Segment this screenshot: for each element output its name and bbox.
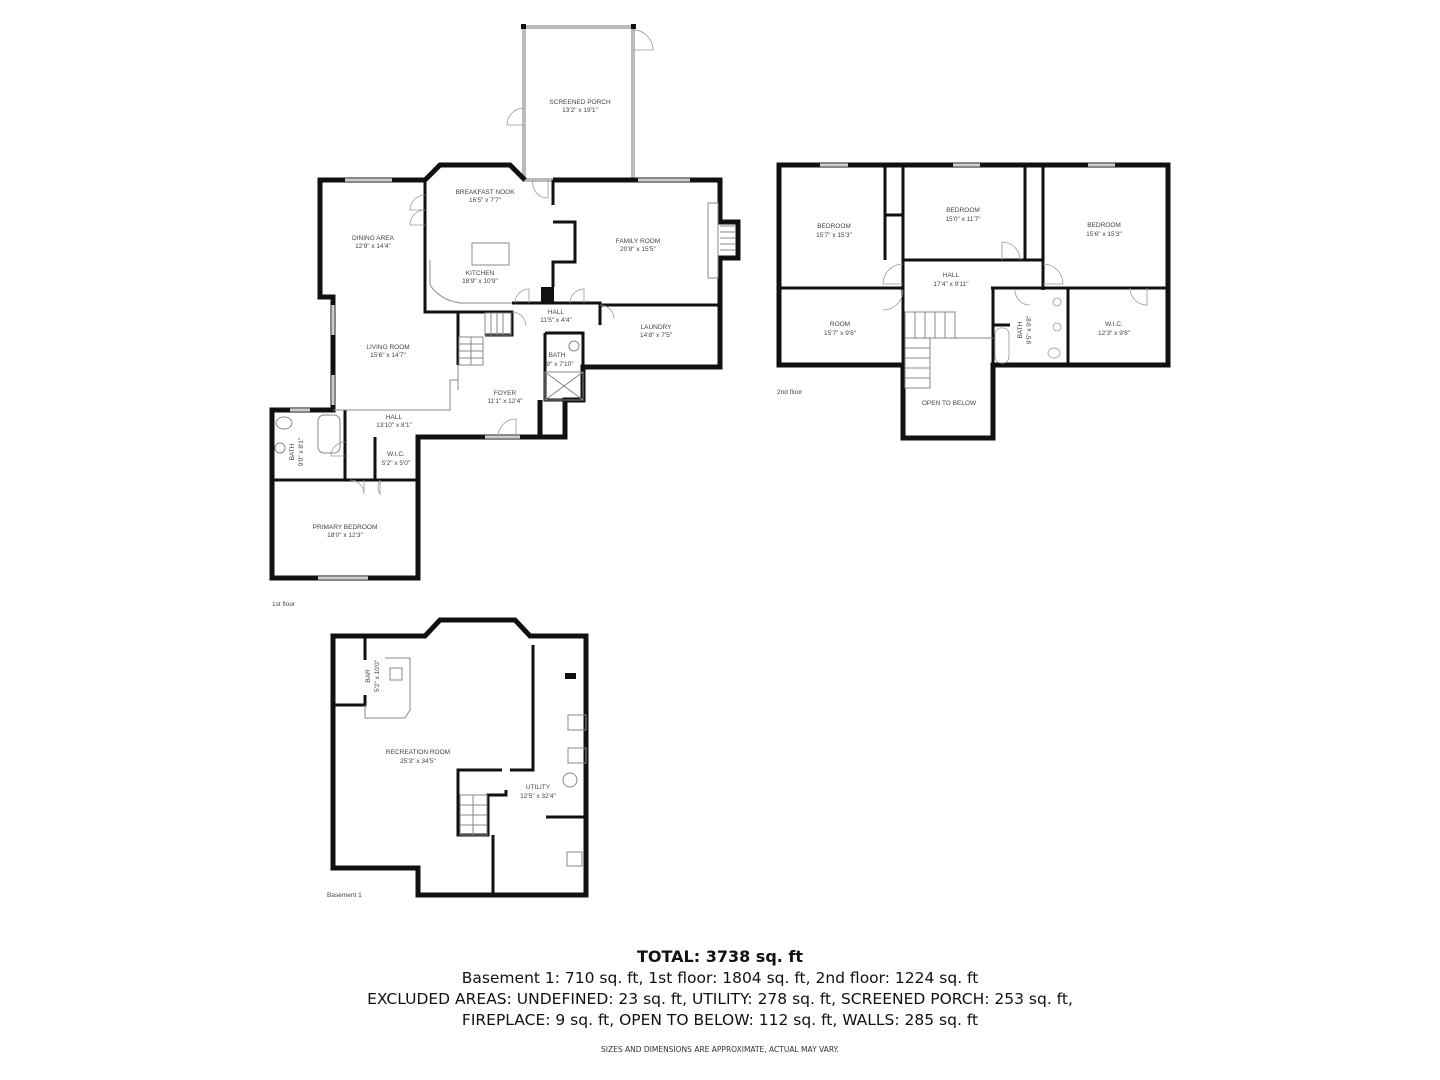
room-dims: 15'0" x 11'7" (945, 216, 981, 223)
room-name: BAR (365, 669, 372, 683)
room-dims: 11'1" x 12'4" (487, 398, 523, 405)
first-floor-plan: 1st floor SCREENED PORCH 13'2" x 19'1" B… (269, 24, 741, 608)
room-name: UTILITY (526, 784, 551, 791)
room-name: BEDROOM (946, 207, 980, 214)
room-name: BREAKFAST NOOK (455, 189, 515, 196)
room-name: LIVING ROOM (366, 344, 409, 351)
room-name: BEDROOM (1087, 222, 1121, 229)
disclaimer: SIZES AND DIMENSIONS ARE APPROXIMATE, AC… (600, 1045, 839, 1054)
room-dims: 18'9" x 10'9" (462, 278, 498, 285)
room-dims: 15'6" x 14'7" (370, 352, 406, 359)
total-area: TOTAL: 3738 sq. ft (636, 947, 804, 966)
first-floor-doors (330, 179, 615, 496)
room-dims: 12'3" x 9'8" (1098, 330, 1131, 337)
room-name: KITCHEN (466, 270, 495, 277)
room-dims: 5'2" x 10'0" (374, 659, 381, 692)
second-floor-outer-walls (776, 162, 1171, 441)
floor-label-basement: Basement 1 (327, 892, 362, 899)
floor-label-first: 1st floor (272, 601, 296, 608)
room-name: PRIMARY BEDROOM (313, 524, 378, 531)
room-dims: 18'0" x 12'3" (327, 532, 363, 539)
basement-fixtures (364, 657, 587, 867)
room-dims: 14'8" x 7'5" (640, 332, 673, 339)
room-name: BATH (1017, 321, 1024, 338)
first-floor-interior-walls (272, 180, 736, 482)
room-name: SCREENED PORCH (549, 99, 611, 106)
room-name: HALL (548, 309, 565, 316)
room-name: OPEN TO BELOW (922, 400, 977, 407)
room-dims: 9'5" x 9'8" (1026, 315, 1033, 344)
room-name: BEDROOM (817, 223, 851, 230)
room-dims: 9'0" x 8'1" (298, 437, 305, 466)
room-dims: 25'3" x 34'5" (400, 758, 436, 765)
basement-plan: Basement 1 BAR 5'2" x 10'0" RECREATION R… (327, 617, 589, 899)
room-name: W.I.C. (1105, 321, 1123, 328)
room-name: BATH (289, 443, 296, 460)
room-dims: 12'9" x 14'4" (355, 243, 391, 250)
floor-label-second: 2nd floor (777, 389, 803, 396)
room-labels-basement: BAR 5'2" x 10'0" RECREATION ROOM 25'3" x… (365, 659, 557, 800)
stairs-second-floor (904, 311, 993, 389)
room-labels-second-floor: BEDROOM 15'7" x 15'3" BEDROOM 15'0" x 11… (816, 207, 1131, 407)
first-floor-outer-walls (269, 177, 741, 581)
first-floor-windows (290, 178, 690, 580)
room-name: DINING AREA (352, 235, 395, 242)
room-dims: 5'2" x 5'0" (382, 460, 411, 467)
room-name: FOYER (494, 390, 517, 397)
room-name: ROOM (830, 321, 850, 328)
second-floor-doors (882, 241, 1148, 364)
bathroom-fixtures-first-floor (274, 340, 580, 454)
room-dims: 15'6" x 15'3" (1086, 231, 1122, 238)
room-dims: 13'2" x 19'1" (562, 107, 598, 114)
floor-areas: Basement 1: 710 sq. ft, 1st floor: 1804 … (461, 969, 979, 987)
room-dims: 11'5" x 4'4" (540, 317, 572, 324)
room-name: HALL (386, 414, 403, 421)
room-dims: 15'7" x 15'3" (816, 232, 852, 239)
room-dims: 16'5" x 7'7" (469, 197, 502, 204)
room-labels-first-floor: SCREENED PORCH 13'2" x 19'1" BREAKFAST N… (289, 99, 673, 539)
room-name: HALL (943, 272, 960, 279)
room-dims: 20'8" x 15'5" (620, 246, 656, 253)
basement-outer-walls (330, 617, 589, 898)
excluded-areas-line-1: EXCLUDED AREAS: UNDEFINED: 23 sq. ft, UT… (367, 990, 1073, 1008)
room-name: W.I.C. (387, 451, 405, 458)
room-dims: 13'10" x 8'1" (376, 422, 412, 429)
room-name: RECREATION ROOM (386, 749, 450, 756)
stairs-first-floor (458, 312, 512, 366)
room-dims: 17'4" x 9'11" (933, 281, 969, 288)
room-name: LAUNDRY (641, 324, 673, 331)
room-dims: 15'7" x 9'8" (824, 330, 857, 337)
room-name: FAMILY ROOM (616, 238, 661, 245)
room-dims: 12'5" x 32'4" (520, 793, 556, 800)
excluded-areas-line-2: FIREPLACE: 9 sq. ft, OPEN TO BELOW: 112 … (461, 1011, 979, 1029)
room-dims: 9" x 7'10" (546, 361, 574, 368)
room-name: BATH (549, 352, 566, 359)
second-floor-plan: 2nd floor BEDROOM 15'7" x 15'3" BEDROOM … (776, 162, 1171, 441)
